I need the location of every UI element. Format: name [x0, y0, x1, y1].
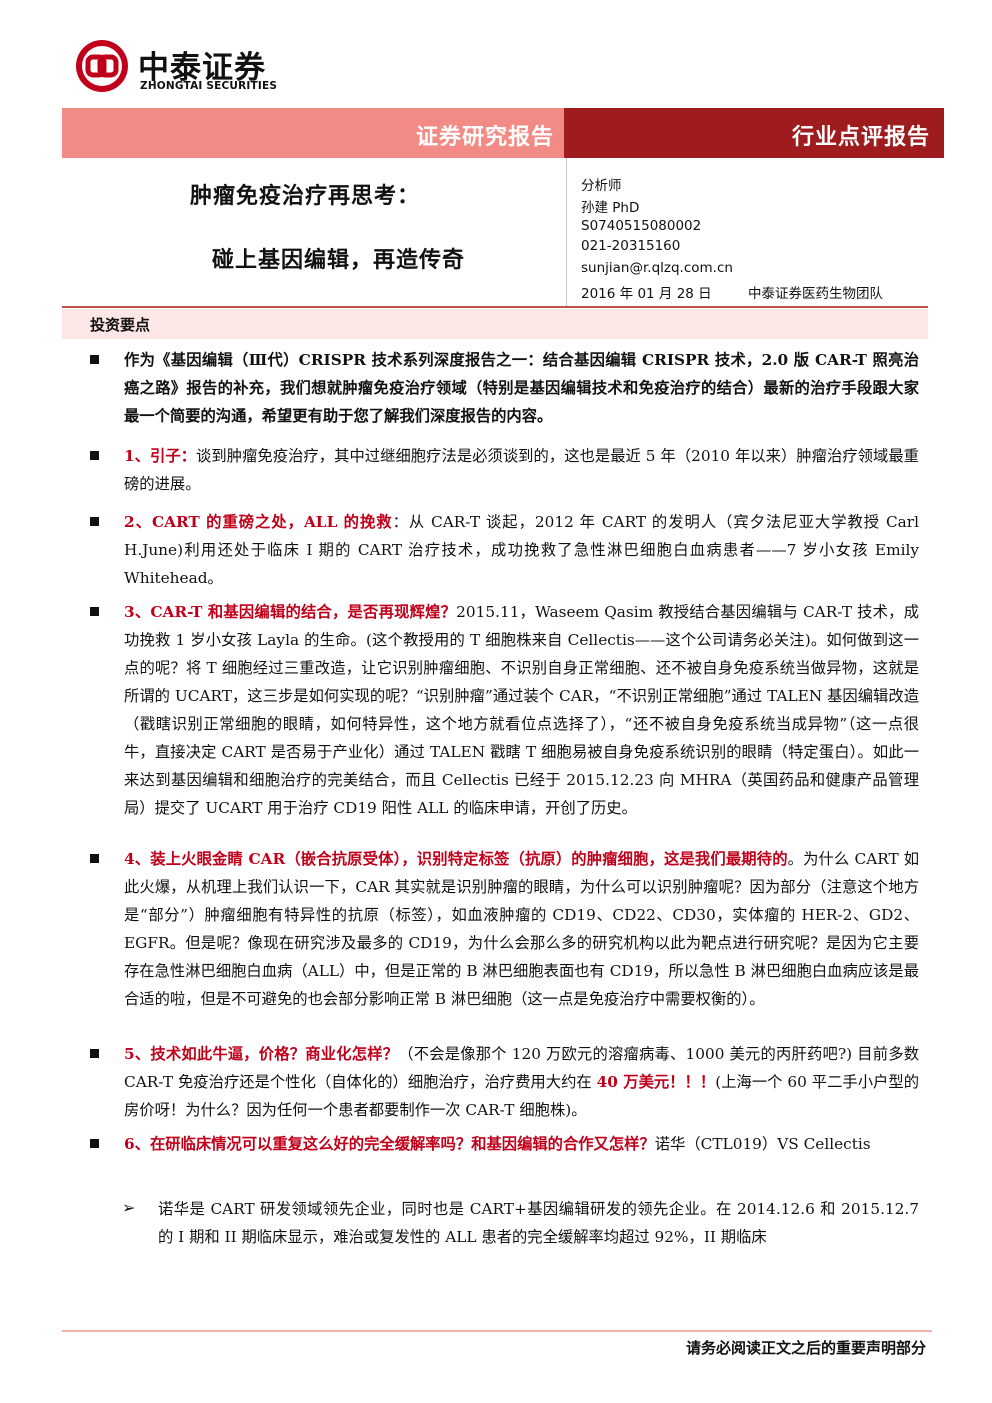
bullet-square-icon [90, 517, 99, 526]
header-band-right: 行业点评报告 [564, 108, 944, 158]
section-title: 投资要点 [90, 316, 151, 334]
paragraph-5: 5、技术如此牛逼，价格？商业化怎样？（不会是像那个 120 万欧元的溶瘤病毒、1… [124, 1040, 919, 1124]
arrow-bullet-icon: ➢ [122, 1198, 136, 1217]
report-category-label: 行业点评报告 [791, 124, 930, 150]
paragraph-2: 2、CART 的重磅之处，ALL 的挽救：从 CAR-T 谈起，2012 年 C… [124, 508, 919, 592]
bullet-square-icon [90, 1139, 99, 1148]
company-logo: 中泰证券 ZHONGTAI SECURITIES [74, 38, 304, 98]
section-divider [62, 306, 928, 308]
point-6-heading: 6、在研临床情况可以重复这么好的完全缓解率吗？和基因编辑的合作又怎样？ [124, 1135, 655, 1153]
bullet-square-icon [90, 607, 99, 616]
point-2-text: ：从 CAR-T 谈起，2012 年 CART 的发明人（宾夕法尼亚大学教授 C… [124, 513, 920, 587]
report-date: 2016 年 01 月 28 日 [581, 286, 712, 302]
bullet-square-icon [90, 355, 99, 364]
point-3-text: 2015.11，Waseem Qasim 教授结合基因编辑与 CAR-T 技术，… [124, 603, 919, 817]
footer-disclaimer: 请务必阅读正文之后的重要声明部分 [685, 1339, 926, 1357]
report-type-label: 证券研究报告 [415, 124, 554, 150]
analyst-phone: 021-20315160 [581, 238, 681, 254]
price-highlight: 40 万美元！！！ [596, 1073, 716, 1091]
analyst-email[interactable]: sunjian@r.qlzq.com.cn [581, 260, 733, 276]
bullet-square-icon [90, 1049, 99, 1058]
paragraph-intro: 作为《基因编辑（Ⅲ代）CRISPR 技术系列深度报告之一：结合基因编辑 CRIS… [124, 346, 919, 430]
sub-point-text: 诺华是 CART 研发领域领先企业，同时也是 CART+基因编辑研发的领先企业。… [158, 1200, 919, 1246]
report-title-line2: 碰上基因编辑，再造传奇 [212, 247, 466, 273]
analyst-name: 孙建 PhD [581, 200, 640, 216]
intro-text: 作为《基因编辑（Ⅲ代）CRISPR 技术系列深度报告之一：结合基因编辑 CRIS… [124, 351, 919, 425]
point-6-text: 诺华（CTL019）VS Cellectis [654, 1135, 871, 1153]
footer-divider [62, 1330, 932, 1332]
paragraph-1: 1、引子：谈到肿瘤免疫治疗，其中过继细胞疗法是必须谈到的，这也是最近 5 年（2… [124, 442, 919, 498]
analyst-license: S0740515080002 [581, 218, 702, 234]
logo-name-cn: 中泰证券 [138, 50, 266, 86]
logo-name-en: ZHONGTAI SECURITIES [140, 80, 278, 92]
paragraph-3: 3、CAR-T 和基因编辑的结合，是否再现辉煌？2015.11，Waseem Q… [124, 598, 919, 822]
header-divider [566, 158, 567, 306]
analyst-role: 分析师 [581, 178, 622, 194]
point-5-text-cont: (上海一个 60 平二手小户型的房价呀！为什么？因为任何一个患者都要制作一次 C… [124, 1073, 919, 1119]
report-title-line1: 肿瘤免疫治疗再思考： [190, 183, 421, 209]
paragraph-6-sub: 诺华是 CART 研发领域领先企业，同时也是 CART+基因编辑研发的领先企业。… [158, 1195, 919, 1251]
point-2-heading: 2、CART 的重磅之处，ALL 的挽救 [124, 513, 393, 531]
bullet-square-icon [90, 854, 99, 863]
section-header [62, 309, 928, 339]
paragraph-4: 4、装上火眼金睛 CAR（嵌合抗原受体），识别特定标签（抗原）的肿瘤细胞，这是我… [124, 845, 919, 1013]
point-5-heading: 5、技术如此牛逼，价格？商业化怎样？ [124, 1045, 399, 1063]
bullet-square-icon [90, 451, 99, 460]
point-4-heading: 4、装上火眼金睛 CAR（嵌合抗原受体），识别特定标签（抗原）的肿瘤细胞，这是我… [124, 850, 788, 868]
paragraph-6: 6、在研临床情况可以重复这么好的完全缓解率吗？和基因编辑的合作又怎样？诺华（CT… [124, 1130, 919, 1158]
analyst-team: 中泰证券医药生物团队 [748, 286, 883, 302]
point-1-text: 谈到肿瘤免疫治疗，其中过继细胞疗法是必须谈到的，这也是最近 5 年（2010 年… [124, 447, 919, 493]
header-band-left: 证券研究报告 [62, 108, 564, 158]
point-4-text: 。为什么 CART 如此火爆，从机理上我们认识一下，CAR 其实就是识别肿瘤的眼… [124, 850, 920, 1008]
point-5-text: （不会是像那个 120 万欧元的溶瘤病毒、1000 美元的丙肝药吧?) 目前多数… [124, 1045, 919, 1091]
point-3-heading: 3、CAR-T 和基因编辑的结合，是否再现辉煌？ [124, 603, 457, 621]
zhongtai-logo-icon [76, 40, 128, 92]
point-1-heading: 1、引子： [124, 447, 197, 465]
